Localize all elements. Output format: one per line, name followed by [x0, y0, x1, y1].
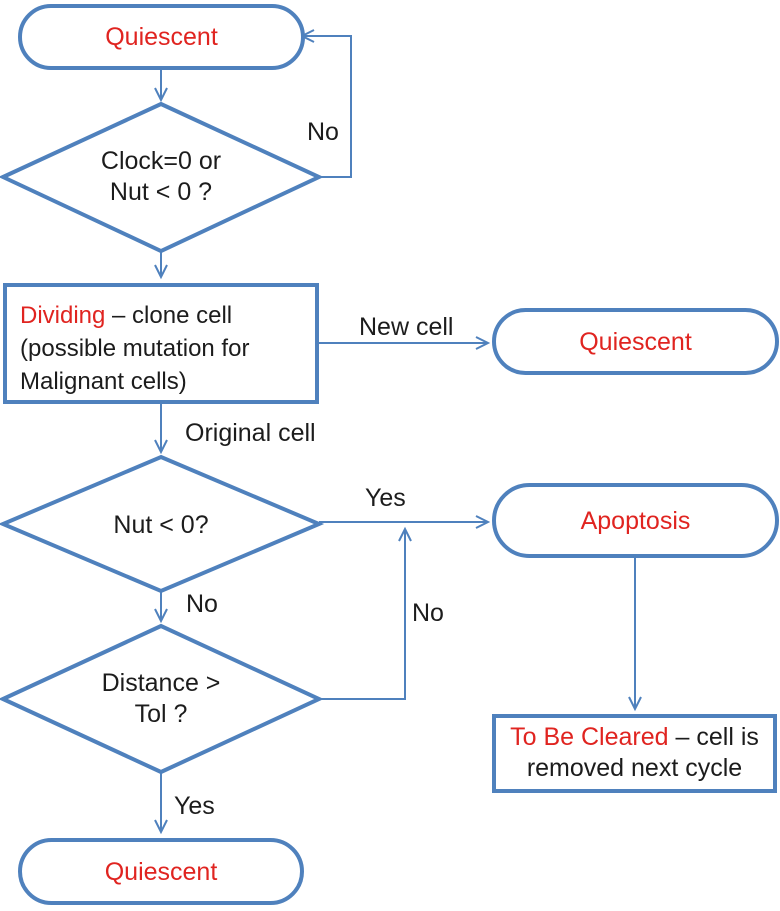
label-no-up-right: No: [412, 599, 444, 627]
node-quiescent-top: Quiescent: [18, 4, 305, 70]
label-no-below-nut: No: [186, 590, 218, 618]
label-original-cell: Original cell: [185, 419, 316, 447]
label-yes-apoptosis: Yes: [365, 484, 406, 512]
decision-clock-line2: Nut < 0 ?: [109, 178, 213, 206]
label-new-cell: New cell: [359, 313, 454, 341]
decision-clock-label: Clock=0 or Nut < 0 ?: [31, 146, 291, 208]
node-quiescent-newcell: Quiescent: [492, 308, 779, 375]
node-apoptosis: Apoptosis: [492, 483, 779, 558]
node-dividing: Dividing – clone cell (possible mutation…: [3, 283, 319, 404]
decision-nut-label: Nut < 0?: [113, 511, 209, 539]
node-to-be-cleared: To Be Cleared – cell is removed next cyc…: [492, 714, 777, 793]
node-dividing-text: – clone cell (possible mutation for Mali…: [20, 302, 250, 395]
node-quiescent-newcell-label: Quiescent: [579, 327, 692, 356]
edge-distance-no-up: [319, 526, 412, 700]
decision-clock-line1: Clock=0 or: [100, 147, 222, 175]
node-quiescent-bottom: Quiescent: [18, 838, 304, 905]
node-to-be-cleared-text: – cell is removed next cycle: [526, 723, 759, 782]
edge-clock-no-loop: [299, 29, 352, 178]
node-to-be-cleared-title: To Be Cleared: [510, 723, 669, 751]
decision-distance-line2: Tol ?: [134, 700, 188, 728]
decision-distance-label: Distance > Tol ?: [31, 668, 291, 730]
node-apoptosis-label: Apoptosis: [580, 506, 691, 535]
node-dividing-title: Dividing: [20, 302, 106, 329]
label-yes-bottom: Yes: [174, 792, 215, 820]
node-quiescent-top-label: Quiescent: [105, 23, 218, 51]
decision-distance-line1: Distance >: [101, 669, 221, 697]
label-no-loop: No: [307, 118, 339, 146]
node-quiescent-bottom-label: Quiescent: [104, 857, 218, 886]
